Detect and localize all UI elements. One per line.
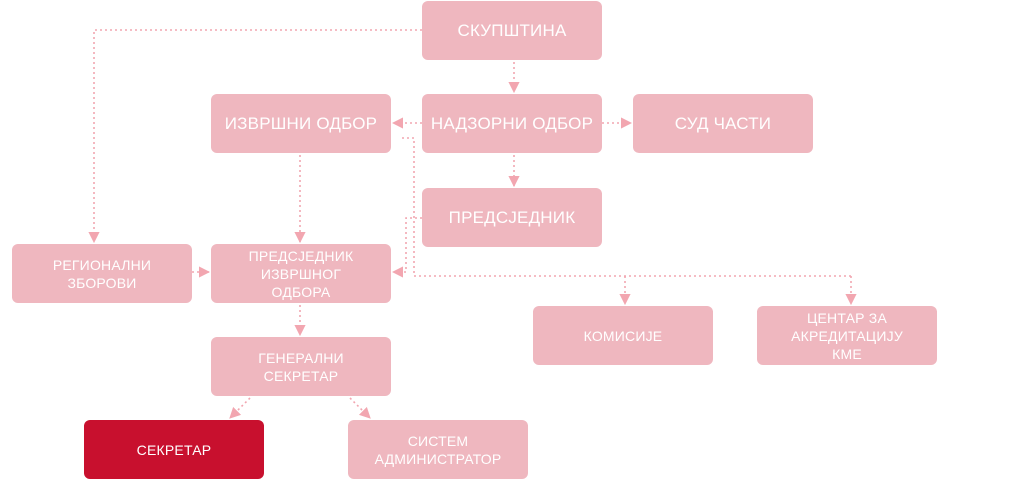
node-label-line: АДМИНИСТРАТОР <box>374 450 502 467</box>
node-label-line: СИСТЕМ <box>407 432 469 449</box>
node-label-line: ОДБОРА <box>271 283 331 300</box>
node-label-line: ЗБОРОВИ <box>67 274 137 291</box>
node-skupstina[interactable]: СКУПШТИНА <box>422 1 602 60</box>
node-regionalni-zborovi[interactable]: РЕГИОНАЛНИ ЗБОРОВИ <box>12 244 192 303</box>
node-label-line: КМЕ <box>832 345 862 362</box>
node-label-line: АКРЕДИТАЦИЈУ <box>791 327 903 344</box>
node-label-line: ПРЕДСЈЕДНИК <box>248 247 354 264</box>
node-label-line: РЕГИОНАЛНИ <box>52 256 152 273</box>
node-label: КОМИСИЈЕ <box>583 327 663 344</box>
node-generalni-sekretar[interactable]: ГЕНЕРАЛНИ СЕКРЕТАР <box>211 337 391 396</box>
node-label: СУД ЧАСТИ <box>674 113 772 133</box>
node-label: ГЕНЕРАЛНИ СЕКРЕТАР <box>258 349 344 384</box>
connector-generalni-sistem <box>349 397 371 419</box>
node-predsjednik[interactable]: ПРЕДСЈЕДНИК <box>422 188 602 247</box>
node-komisije[interactable]: КОМИСИЈЕ <box>533 306 713 365</box>
node-label: СЕКРЕТАР <box>136 441 212 458</box>
node-izvrsni-odbor[interactable]: ИЗВРШНИ ОДБОР <box>211 94 391 153</box>
node-label: ИЗВРШНИ ОДБОР <box>224 113 378 133</box>
node-sekretar[interactable]: СЕКРЕТАР <box>84 420 264 479</box>
node-label-line: ЦЕНТАР ЗА <box>806 309 888 326</box>
node-sud-casti[interactable]: СУД ЧАСТИ <box>633 94 813 153</box>
node-nadzorni-odbor[interactable]: НАДЗОРНИ ОДБОР <box>422 94 602 153</box>
node-predsjednik-izvrsnog-odbora[interactable]: ПРЕДСЈЕДНИК ИЗВРШНОГ ОДБОРА <box>211 244 391 303</box>
node-label: НАДЗОРНИ ОДБОР <box>430 113 594 133</box>
node-sistem-administrator[interactable]: СИСТЕМ АДМИНИСТРАТОР <box>348 420 528 479</box>
node-label-line: ИЗВРШНОГ <box>260 265 342 282</box>
node-label: СКУПШТИНА <box>457 20 567 40</box>
connector-generalni-sekretar <box>229 397 251 419</box>
node-centar-za-akreditaciju[interactable]: ЦЕНТАР ЗА АКРЕДИТАЦИЈУ КМЕ <box>757 306 937 365</box>
node-label: ПРЕДСЈЕДНИК <box>448 207 576 227</box>
connector-predsjednik-predizv <box>391 217 422 278</box>
